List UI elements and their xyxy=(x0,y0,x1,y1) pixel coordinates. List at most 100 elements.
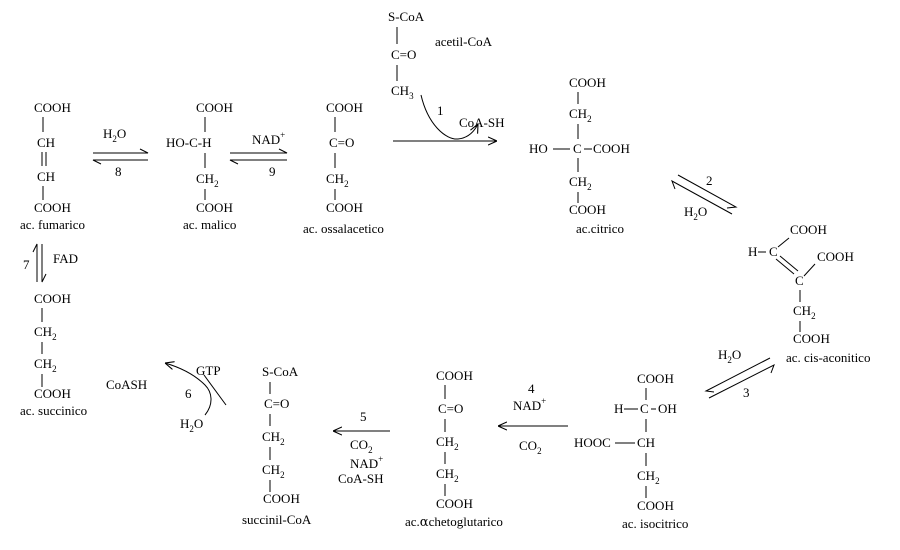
citrate-cooh-top: COOH xyxy=(569,75,606,90)
reaction-5-co2: CO2 xyxy=(350,437,373,455)
reaction-7-fad: FAD xyxy=(53,251,78,266)
succinyl-coa-ch2-b: CH2 xyxy=(262,462,285,480)
oxaloacetate-carbonyl: C=O xyxy=(329,135,354,150)
succinyl-coa-molecule: S-CoA C=O CH2 CH2 COOH succinil-CoA xyxy=(242,364,312,527)
reaction-2-forward-arrow xyxy=(677,174,738,209)
citrate-molecule: COOH CH2 HO C COOH CH2 COOH ac.citrico xyxy=(529,75,630,236)
reaction-6: GTP CoASH 6 H2O xyxy=(106,363,227,434)
citrate-central-c: C xyxy=(573,141,582,156)
alpha-kg-ch2-a: CH2 xyxy=(436,434,459,452)
oxaloacetate-name: ac. ossalacetico xyxy=(303,221,384,236)
reaction-8-water: H2O xyxy=(103,126,126,144)
reaction-4-number: 4 xyxy=(528,381,535,396)
fumarate-ch-1: CH xyxy=(37,135,55,150)
succinate-molecule: COOH CH2 CH2 COOH ac. succinico xyxy=(20,291,87,418)
reaction-5-coa-sh: CoA-SH xyxy=(338,471,384,486)
fumarate-molecule: COOH CH CH COOH ac. fumarico xyxy=(20,100,85,232)
succinyl-coa-ch2-a: CH2 xyxy=(262,429,285,447)
succinyl-coa-carbonyl: C=O xyxy=(264,396,289,411)
succinyl-coa-s-coa: S-CoA xyxy=(262,364,299,379)
isocitrate-oh: OH xyxy=(658,401,677,416)
reaction-3-number: 3 xyxy=(743,385,750,400)
reaction-9-nad: NAD+ xyxy=(252,130,285,147)
alpha-kg-carbonyl: C=O xyxy=(438,401,463,416)
acetyl-coa-carbonyl: C=O xyxy=(391,47,416,62)
succinate-ch2-a: CH2 xyxy=(34,324,57,342)
oxaloacetate-cooh-bottom: COOH xyxy=(326,200,363,215)
reaction-8-number: 8 xyxy=(115,164,122,179)
reaction-7-up-arrow xyxy=(32,243,38,282)
reaction-9-number: 9 xyxy=(269,164,276,179)
malate-ch2: CH2 xyxy=(196,171,219,189)
reaction-7: 7 FAD xyxy=(23,243,78,283)
cis-aconitate-cooh-bottom: COOH xyxy=(793,331,830,346)
cis-aconitate-bond xyxy=(803,263,816,277)
reaction-7-down-arrow xyxy=(41,244,47,283)
reaction-3-reverse-arrow xyxy=(708,363,775,399)
cis-aconitate-cooh-top: COOH xyxy=(790,222,827,237)
citrate-ch2-top: CH2 xyxy=(569,106,592,124)
reaction-1-coa-sh: CoA-SH xyxy=(459,115,505,130)
oxaloacetate-cooh-top: COOH xyxy=(326,100,363,115)
reaction-6-gtp: GTP xyxy=(196,363,221,378)
reaction-3-forward-arrow xyxy=(704,357,771,393)
malate-cooh-top: COOH xyxy=(196,100,233,115)
fumarate-ch-2: CH xyxy=(37,169,55,184)
reaction-9-forward-arrow xyxy=(230,148,288,154)
isocitrate-name: ac. isocitrico xyxy=(622,516,688,531)
reaction-5: 5 CO2 NAD+ CoA-SH xyxy=(333,409,390,486)
reaction-3: H2O 3 xyxy=(704,347,775,400)
acetyl-coa-molecule: S-CoA C=O CH3 acetil-CoA xyxy=(388,9,493,101)
cis-aconitate-ch2: CH2 xyxy=(793,303,816,321)
cis-aconitate-double-bond xyxy=(775,258,795,275)
malate-molecule: COOH HO-C-H CH2 COOH ac. malico xyxy=(166,100,236,232)
reaction-4: 4 NAD+ CO2 xyxy=(498,381,568,456)
isocitrate-cooh-top: COOH xyxy=(637,371,674,386)
succinate-name: ac. succinico xyxy=(20,403,87,418)
reaction-8-reverse-arrow xyxy=(92,159,148,165)
succinate-cooh-bottom: COOH xyxy=(34,386,71,401)
cis-aconitate-c1: C xyxy=(769,244,778,259)
reaction-7-number: 7 xyxy=(23,257,30,272)
succinate-cooh-top: COOH xyxy=(34,291,71,306)
isocitrate-hooc: HOOC xyxy=(574,435,611,450)
reaction-6-main-arrow xyxy=(203,374,227,406)
acetyl-coa-s-coa: S-CoA xyxy=(388,9,425,24)
acetyl-coa-name: acetil-CoA xyxy=(435,34,493,49)
citrate-ho: HO xyxy=(529,141,548,156)
alpha-kg-ch2-b: CH2 xyxy=(436,466,459,484)
cis-aconitate-bond xyxy=(777,237,790,248)
alpha-kg-cooh-bottom: COOH xyxy=(436,496,473,511)
reaction-5-nad: NAD+ xyxy=(350,454,383,471)
acetyl-coa-methyl: CH3 xyxy=(391,83,414,101)
reaction-6-water: H2O xyxy=(180,416,203,434)
reaction-1-curved-arrow xyxy=(420,94,478,140)
malate-name: ac. malico xyxy=(183,217,236,232)
malate-ho-c-h: HO-C-H xyxy=(166,135,212,150)
succinate-ch2-b: CH2 xyxy=(34,356,57,374)
reaction-4-nad: NAD+ xyxy=(513,396,546,413)
citrate-ch2-bottom: CH2 xyxy=(569,174,592,192)
reaction-6-coash: CoASH xyxy=(106,377,147,392)
cis-aconitate-name: ac. cis-aconitico xyxy=(786,350,870,365)
isocitrate-h: H xyxy=(614,401,623,416)
reaction-8-forward-arrow xyxy=(93,148,149,154)
reaction-2: 2 H2O xyxy=(671,173,738,222)
reaction-1: 1 CoA-SH xyxy=(393,94,505,141)
citrate-cooh-right: COOH xyxy=(593,141,630,156)
alpha-kg-cooh-top: COOH xyxy=(436,368,473,383)
succinyl-coa-name: succinil-CoA xyxy=(242,512,312,527)
isocitrate-molecule: COOH H C OH HOOC CH CH2 COOH ac. isocitr… xyxy=(574,371,688,531)
cis-aconitate-molecule: H C COOH C COOH CH2 COOH ac. cis-aconiti… xyxy=(748,222,870,365)
cis-aconitate-c2: C xyxy=(795,273,804,288)
reaction-9: NAD+ 9 xyxy=(229,130,288,179)
reaction-2-reverse-arrow xyxy=(671,179,733,215)
cis-aconitate-cooh-right: COOH xyxy=(817,249,854,264)
cis-aconitate-double-bond xyxy=(779,255,799,272)
fumarate-cooh-bottom: COOH xyxy=(34,200,71,215)
isocitrate-ch2: CH2 xyxy=(637,468,660,486)
reaction-6-number: 6 xyxy=(185,386,192,401)
reaction-1-number: 1 xyxy=(437,103,444,118)
succinyl-coa-cooh-bottom: COOH xyxy=(263,491,300,506)
